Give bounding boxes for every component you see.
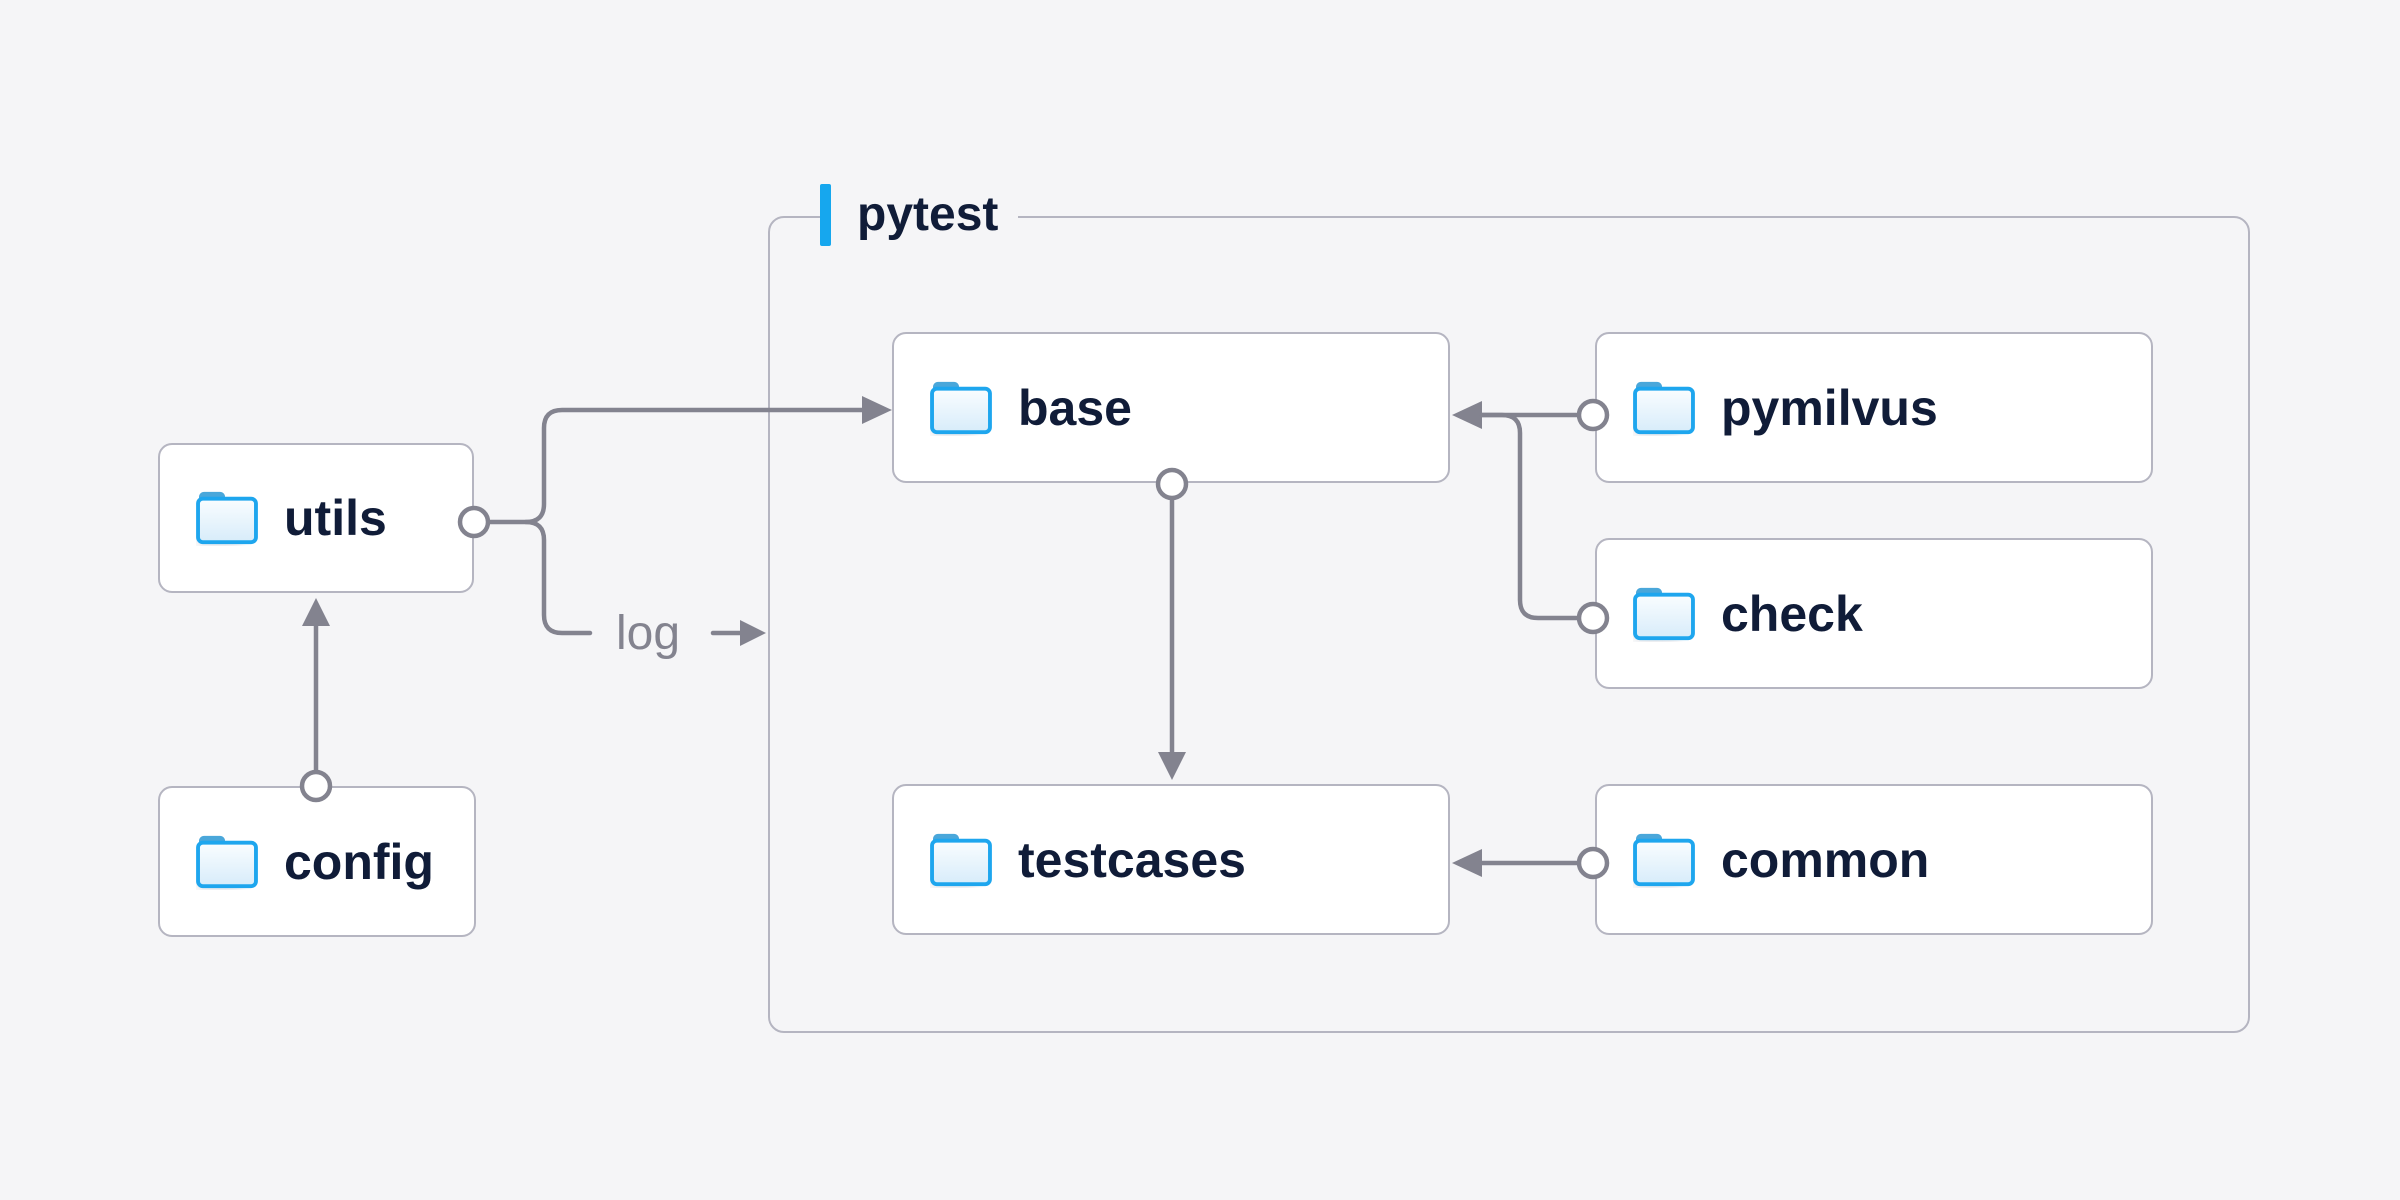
node-label: utils [284, 490, 387, 546]
pytest-group-container [768, 216, 2250, 1033]
node-utils: utils [158, 443, 474, 593]
node-label: config [284, 833, 434, 890]
node-label: check [1721, 585, 1863, 642]
edge-label-log: log [615, 607, 681, 660]
folder-icon [930, 381, 992, 436]
node-label: pymilvus [1721, 379, 1938, 436]
folder-icon [196, 835, 258, 890]
folder-icon [1633, 381, 1695, 436]
folder-icon [196, 491, 258, 546]
node-testcases: testcases [892, 784, 1450, 935]
node-label: testcases [1018, 831, 1246, 888]
accent-bar-icon [820, 184, 831, 246]
folder-icon [1633, 833, 1695, 888]
folder-icon [930, 833, 992, 888]
node-check: check [1595, 538, 2153, 689]
node-config: config [158, 786, 476, 937]
node-label: common [1721, 831, 1930, 888]
node-base: base [892, 332, 1450, 483]
group-label-text: pytest [857, 188, 999, 241]
node-label: base [1018, 379, 1132, 436]
pytest-group-label: pytest [820, 183, 1019, 247]
folder-icon [1633, 587, 1695, 642]
edge-config-utils [302, 598, 330, 775]
node-pymilvus: pymilvus [1595, 332, 2153, 483]
node-common: common [1595, 784, 2153, 935]
